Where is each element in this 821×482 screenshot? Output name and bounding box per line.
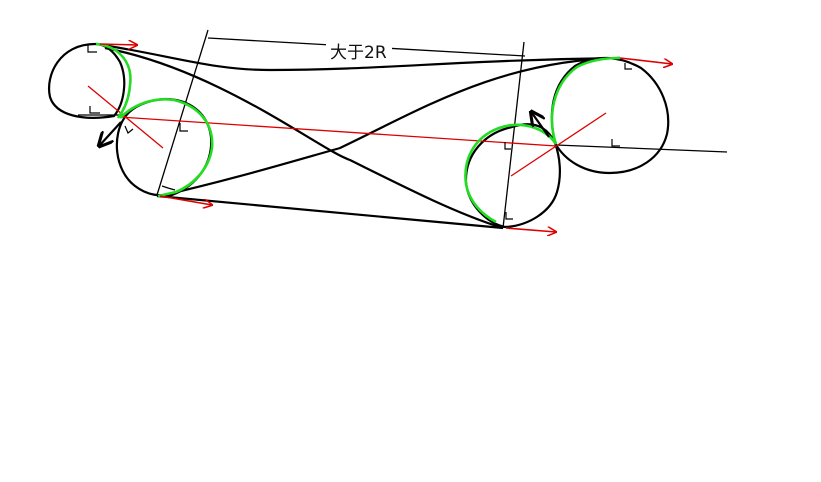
left-dimension-line: [156, 29, 209, 196]
right-angle-mark-icon: [504, 142, 511, 150]
dimension-label: 大于2R: [330, 43, 387, 63]
tangent-arrow: [619, 57, 672, 64]
right-top-arc: [550, 56, 621, 145]
right-angle-mark-icon: [87, 45, 97, 53]
right-angle-mark-icon: [89, 106, 100, 114]
left-top-circle: [48, 42, 126, 119]
center-line: [119, 116, 557, 147]
direction-arrow-icon: [100, 121, 122, 145]
right-dimension-line: [502, 41, 525, 229]
top-tangent-curve: [95, 42, 621, 72]
right-radius-line: [510, 112, 607, 177]
tangent-arrow: [159, 195, 212, 205]
red-reference-lines: [87, 85, 607, 177]
tangent-arrows: [99, 44, 672, 232]
left-bottom-arc: [119, 98, 214, 198]
direction-arrows: [100, 113, 550, 145]
right-angle-mark-icon: [624, 63, 632, 70]
circle-group: [48, 42, 670, 229]
label-backing: [326, 38, 392, 62]
right-angle-mark-icon: [124, 125, 134, 134]
right-bottom-arc: [464, 123, 558, 224]
right-angle-mark-icon: [161, 185, 176, 191]
right-angle-mark-icon: [179, 123, 188, 132]
left-bottom-circle: [115, 97, 213, 197]
right-angle-mark-icon: [505, 212, 513, 220]
bottom-tangent-line: [156, 194, 504, 230]
right-top-circle: [550, 56, 670, 175]
left-radius-line: [87, 85, 164, 149]
tangent-arrow: [99, 44, 137, 45]
right-angle-marks: [87, 45, 632, 220]
left-top-arc: [95, 42, 132, 119]
direction-arrow-icon: [532, 113, 550, 138]
tangent-arrow: [505, 228, 556, 232]
extension-line-right: [555, 144, 728, 153]
path-curves: [95, 42, 621, 230]
right-angle-mark-icon: [611, 139, 620, 147]
cross-curve-a: [104, 46, 504, 230]
cross-curve-b: [159, 56, 621, 198]
